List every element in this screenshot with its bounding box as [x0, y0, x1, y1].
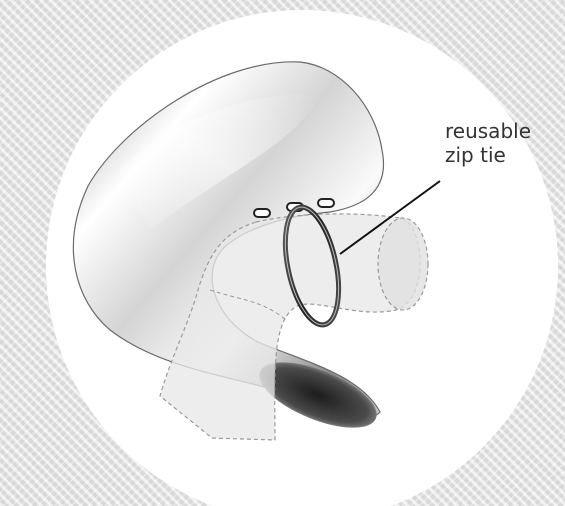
callout-line-2: zip tie — [445, 143, 531, 167]
callout-line-1: reusable — [445, 119, 531, 143]
zip-tie-callout-label: reusable zip tie — [445, 119, 531, 167]
